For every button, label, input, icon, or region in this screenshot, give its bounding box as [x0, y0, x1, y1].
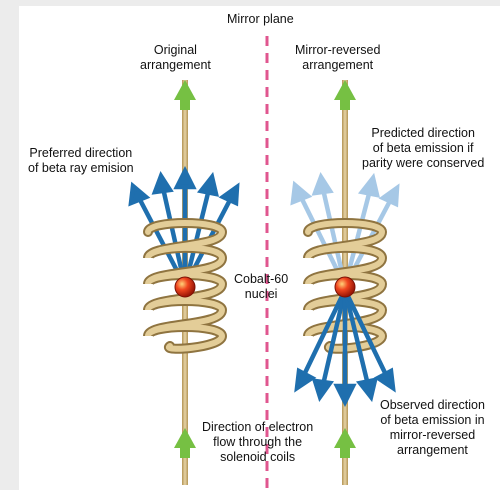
- mirror-reversed-label: Mirror-reversed arrangement: [295, 43, 380, 73]
- right-nucleus: [335, 277, 355, 297]
- predicted-direction-label: Predicted direction of beta emission if …: [362, 126, 484, 171]
- left-nucleus: [175, 277, 195, 297]
- cobalt-nuclei-label: Cobalt-60 nuclei: [234, 272, 288, 302]
- preferred-direction-label: Preferred direction of beta ray emision: [28, 146, 134, 176]
- original-arrangement-label: Original arrangement: [140, 43, 211, 73]
- mirror-plane-label: Mirror plane: [227, 12, 294, 27]
- electron-flow-label: Direction of electron flow through the s…: [202, 420, 313, 465]
- observed-direction-label: Observed direction of beta emission in m…: [380, 398, 485, 458]
